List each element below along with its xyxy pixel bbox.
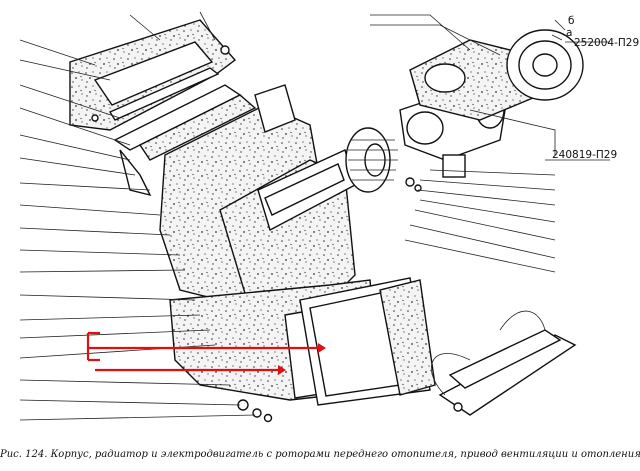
right-leader-lines <box>370 14 610 273</box>
red-arrowhead-lower <box>278 365 286 375</box>
air-intake-cover <box>69 19 237 131</box>
heater-housing-middle <box>219 149 356 311</box>
figure-caption: Рис. 124. Корпус, радиатор и электродвиг… <box>0 449 640 460</box>
heater-radiator <box>299 277 436 406</box>
motor-cover <box>506 29 584 101</box>
intake-seal <box>113 84 257 197</box>
callout-letter-a: а <box>566 27 572 39</box>
part-code-top-right: 252004-П29 <box>574 37 639 49</box>
blower-impeller <box>345 127 422 193</box>
part-code-middle-right: 240819-П29 <box>552 149 617 161</box>
red-highlight-arrows <box>86 331 326 375</box>
callout-letter-b: б <box>568 15 574 27</box>
control-panel <box>430 310 577 416</box>
fasteners <box>237 399 273 423</box>
red-arrowhead-upper <box>318 343 326 353</box>
left-leader-lines <box>19 11 256 421</box>
